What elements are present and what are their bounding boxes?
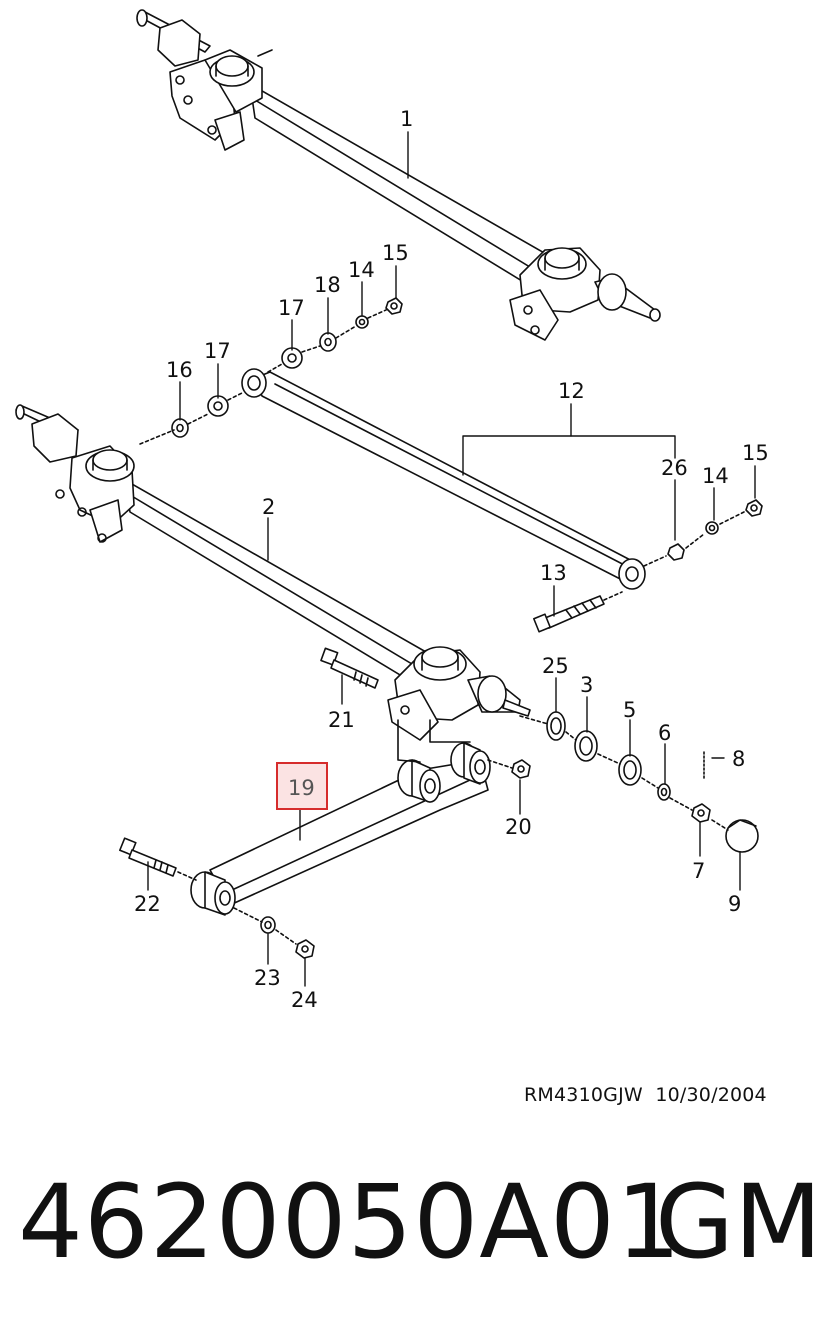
callout-2[interactable]: 2 bbox=[262, 495, 275, 519]
callout-20[interactable]: 20 bbox=[505, 815, 532, 839]
callout-13[interactable]: 13 bbox=[540, 561, 567, 585]
callout-9[interactable]: 9 bbox=[728, 892, 741, 916]
callout-12[interactable]: 12 bbox=[558, 379, 585, 403]
callout-24[interactable]: 24 bbox=[291, 988, 318, 1012]
callout-6[interactable]: 6 bbox=[658, 721, 671, 745]
callout-14-upper[interactable]: 14 bbox=[348, 258, 375, 282]
callout-19[interactable]: 19 bbox=[288, 776, 315, 800]
callout-21[interactable]: 21 bbox=[328, 708, 355, 732]
callout-18[interactable]: 18 bbox=[314, 273, 341, 297]
brand-name: GM bbox=[655, 1163, 823, 1282]
callout-5[interactable]: 5 bbox=[623, 698, 636, 722]
highlight-box bbox=[276, 762, 328, 810]
callout-17-lower[interactable]: 17 bbox=[204, 339, 231, 363]
panhard-rod bbox=[241, 368, 646, 590]
callout-labels: 1 2 3 5 6 7 8 9 12 13 14 14 15 15 16 17 … bbox=[134, 107, 769, 1012]
callout-15-right[interactable]: 15 bbox=[742, 441, 769, 465]
callout-15-upper[interactable]: 15 bbox=[382, 241, 409, 265]
diagram-reference: RM4310GJW 10/30/2004 bbox=[524, 1084, 767, 1106]
callout-7[interactable]: 7 bbox=[692, 859, 705, 883]
leader-lines bbox=[147, 131, 756, 987]
trailing-arm bbox=[190, 719, 491, 916]
hardware bbox=[119, 297, 763, 959]
callout-23[interactable]: 23 bbox=[254, 966, 281, 990]
part-number: 4620050A01 bbox=[18, 1163, 682, 1282]
callout-14-right[interactable]: 14 bbox=[702, 464, 729, 488]
callout-3[interactable]: 3 bbox=[580, 673, 593, 697]
callout-1[interactable]: 1 bbox=[400, 107, 413, 131]
lower-axle-beam bbox=[15, 404, 531, 741]
callout-26[interactable]: 26 bbox=[661, 456, 688, 480]
callout-16[interactable]: 16 bbox=[166, 358, 193, 382]
upper-axle-beam bbox=[136, 9, 661, 341]
callout-25[interactable]: 25 bbox=[542, 654, 569, 678]
callout-8[interactable]: 8 bbox=[732, 747, 745, 771]
callout-17-upper[interactable]: 17 bbox=[278, 296, 305, 320]
callout-22[interactable]: 22 bbox=[134, 892, 161, 916]
